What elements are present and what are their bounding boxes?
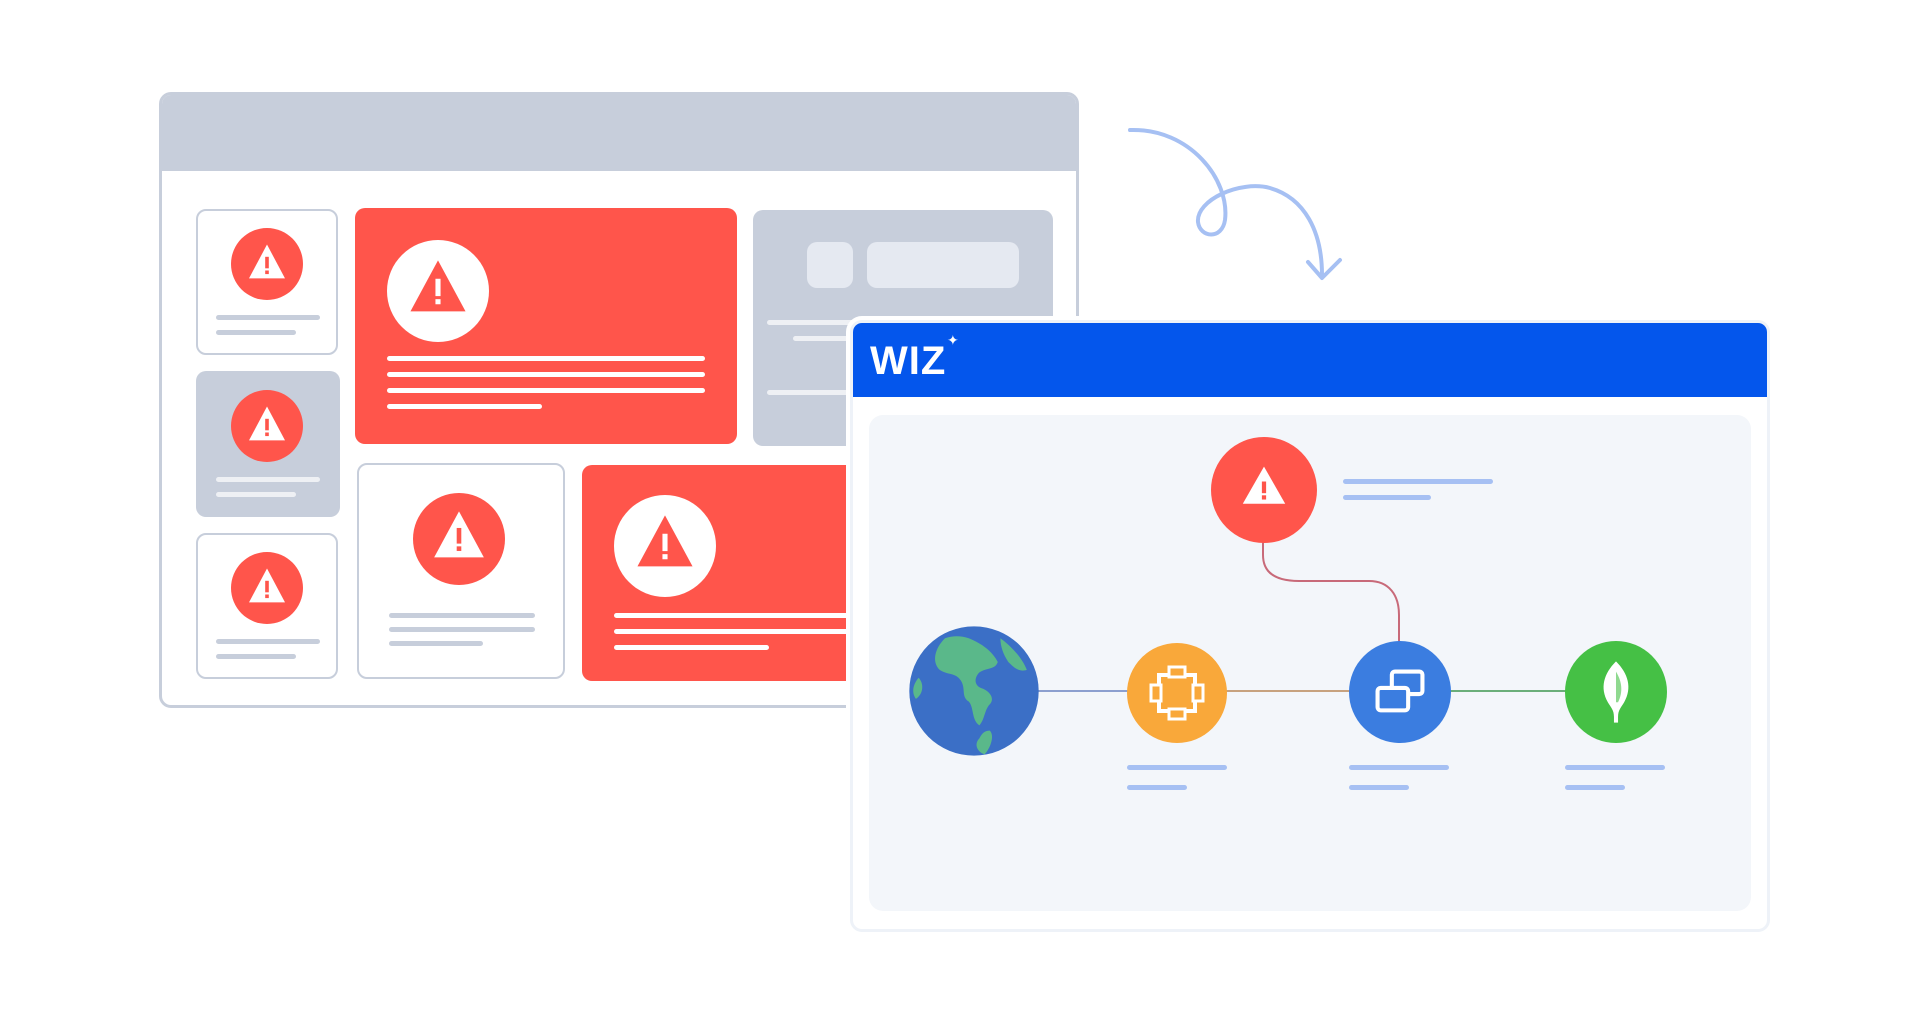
- critical-alert-card[interactable]: [355, 208, 737, 444]
- graph-node-internet[interactable]: [908, 625, 1040, 757]
- mongodb-leaf-icon: [1603, 661, 1629, 723]
- warning-triangle-icon: [231, 552, 303, 624]
- globe-icon: [909, 626, 1039, 756]
- warning-triangle-icon: [1211, 437, 1317, 543]
- legacy-window-titlebar: [162, 95, 1076, 171]
- alert-title-placeholder: [1343, 479, 1493, 484]
- small-alert-card[interactable]: [196, 209, 338, 355]
- alert-subtitle-placeholder: [1343, 495, 1431, 500]
- transition-arrow-icon: [1128, 127, 1342, 280]
- security-graph-canvas: [869, 415, 1751, 911]
- gateway-icon: [1149, 665, 1205, 721]
- sparkle-icon: ✦: [947, 332, 959, 348]
- warning-triangle-icon: [387, 240, 489, 342]
- wiz-logo[interactable]: WIZ: [870, 339, 947, 383]
- graph-node-database[interactable]: [1565, 641, 1667, 743]
- warning-triangle-icon: [413, 493, 505, 585]
- wiz-window: WIZ ✦: [850, 320, 1770, 932]
- graph-node-instances[interactable]: [1349, 641, 1451, 743]
- graph-node-gateway[interactable]: [1127, 643, 1227, 743]
- alert-card[interactable]: [357, 463, 565, 679]
- small-alert-card[interactable]: [196, 371, 340, 517]
- wiz-header-bar: WIZ ✦: [853, 323, 1767, 397]
- small-alert-card[interactable]: [196, 533, 338, 679]
- warning-triangle-icon: [231, 390, 303, 462]
- warning-triangle-icon: [231, 228, 303, 300]
- instances-icon: [1375, 669, 1425, 713]
- graph-alert-node[interactable]: [1211, 437, 1317, 543]
- warning-triangle-icon: [614, 495, 716, 597]
